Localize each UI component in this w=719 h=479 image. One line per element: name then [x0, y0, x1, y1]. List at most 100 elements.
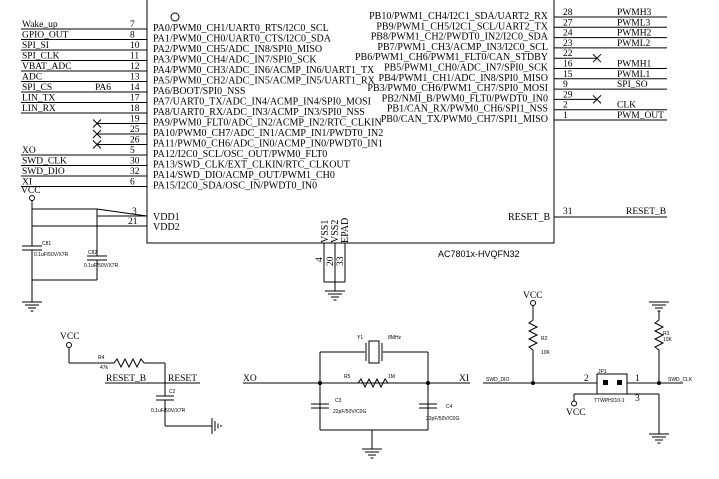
reset-vcc-label: VCC: [60, 332, 80, 342]
c81-ref: C81: [42, 241, 51, 247]
r4-value: 47k: [100, 365, 109, 371]
reset-net-label: RESET_B: [626, 207, 666, 217]
pin-function: PA3/PWM0_CH4/ADC_IN7/SPI0_SCK: [153, 55, 317, 66]
pin-function: PB0/CAN_TX/PWM0_CH7/SPI1_MISO: [381, 114, 548, 125]
net-label: XO: [22, 146, 36, 156]
jp1-pin-1: [617, 380, 622, 385]
c82-value: 0.1uF/50V/X7R: [84, 263, 119, 269]
ground-icon: [649, 433, 669, 444]
ground-icon: [649, 301, 669, 312]
vcc-terminal: [66, 342, 72, 348]
pin-number: 10: [130, 41, 140, 51]
pin-function: PB8/PWM1_CH2/PWDT0_IN2/I2C0_SDA: [371, 32, 549, 43]
ground-icon: [362, 448, 382, 459]
jp1-pin2-number: 2: [584, 374, 589, 384]
jp1-pin1-number: 1: [635, 374, 640, 384]
vss1-label: VSS1: [320, 220, 331, 243]
c81-value: 0.1uF/50V/X7R: [34, 252, 69, 258]
vss1-pin-number: 4: [315, 257, 325, 262]
pin-function: PB9/PWM1_CH5/I2C1_SCL/UART2_TX: [376, 21, 548, 32]
pin-function: PB10/PWM1_CH4/I2C1_SDA/UART2_RX: [369, 11, 549, 22]
swd-connector-circuit: VCC R2 10K SWD_DIO JP1 TTWPH210-1 2 1 3 …: [483, 291, 693, 444]
pin-function: PB7/PWM1_CH3/ACMP_IN3/I2C0_SCL: [377, 42, 548, 53]
net-label: PWMH2: [617, 29, 652, 39]
reset-circuit: VCC R4 47k RESET_B RESET C2 0.1uF/50V/X7…: [60, 332, 222, 434]
pin-function: PB2/NMI_B/PWM0_FLT0/PWDT0_IN0: [382, 93, 548, 104]
mcu-reset-pin: RESET_B 31 RESET_B: [508, 207, 667, 223]
vss2-label: VSS2: [330, 220, 341, 243]
pin-function: PA6/BOOT/SPI0_NSS: [153, 86, 245, 97]
vdd2-label: VDD2: [153, 222, 180, 233]
pin-function: PA13/SWD_CLK/EXT_CLKIN/RTC_CLKOUT: [153, 160, 350, 171]
pin-number: 2: [563, 101, 568, 111]
crystal-circuit: XO XI Y1 8MHz R5 1M C3 22pF/50V/C0G C4 2…: [243, 335, 470, 459]
pin-function: PB4/PWM1_CH1/ADC_IN8/SPI0_MISO: [379, 73, 548, 84]
pin-number: 19: [130, 115, 140, 125]
r3-value: 10K: [663, 337, 673, 343]
pin-function: PB5/PWM1_CH0/ADC_IN7/SPI0_SCK: [384, 63, 549, 74]
c2-ref: C2: [169, 389, 176, 395]
vcc-terminal: [29, 195, 35, 201]
crystal-icon: [365, 340, 383, 364]
reset-net: RESET: [168, 374, 197, 384]
net-label: SPI_CS: [22, 83, 52, 93]
y1-value: 8MHz: [388, 335, 402, 341]
c2-value: 0.1uF/50V/X7R: [151, 408, 186, 414]
r5-value: 1M: [388, 374, 395, 380]
mcu-part-number: AC7801x-HVQFN32: [438, 249, 520, 259]
pin-number: 26: [130, 136, 140, 146]
pin-number: 12: [130, 62, 140, 72]
r4-ref: R4: [98, 355, 105, 361]
r2-resistor: [527, 319, 539, 351]
pin1-marker: [170, 12, 180, 22]
right-pin-24: PWMH2 24 PB8/PWM1_CH2/PWDT0_IN2/I2C0_SDA: [371, 29, 667, 43]
vdd1-label: VDD1: [153, 212, 180, 223]
ground-icon: [211, 418, 222, 434]
r4-resistor: [113, 357, 145, 369]
pin-number: 32: [130, 167, 140, 177]
pin-number: 1: [563, 111, 568, 121]
c3-ref: C3: [335, 398, 342, 404]
c82-ref: C82: [88, 250, 97, 256]
reset-pin-label: RESET_B: [508, 212, 551, 223]
net-label: PWML1: [617, 70, 651, 80]
pin-number: 6: [130, 178, 135, 188]
swd-vcc-bottom-label: VCC: [566, 408, 586, 418]
pin-number: 30: [130, 157, 140, 167]
pin-number: 24: [563, 29, 573, 39]
pin-number: 23: [563, 39, 573, 49]
pin-number: 28: [563, 8, 573, 18]
pin-number: 16: [563, 60, 573, 70]
epad-label: EPAD: [340, 218, 351, 243]
pin-number: 15: [563, 70, 573, 80]
ground-icon: [325, 290, 345, 301]
pin-number: 25: [130, 125, 140, 135]
pin-number: 7: [130, 20, 135, 30]
pin-function: PB6/PWM1_CH6/PWM1_FLT0/CAN_STDBY: [355, 52, 548, 63]
net-label: ADC: [22, 73, 42, 83]
xi-net: XI: [459, 374, 469, 384]
jp1-pin3-number: 3: [635, 394, 640, 404]
swd-dio-net: SWD_DIO: [486, 377, 509, 383]
mcu-power-section: VCC 3 21 VDD1 VDD2 C81 0.1uF/50V/X7R C82…: [21, 186, 180, 312]
ground-icon: [22, 301, 42, 312]
pin-number: 27: [563, 18, 573, 28]
